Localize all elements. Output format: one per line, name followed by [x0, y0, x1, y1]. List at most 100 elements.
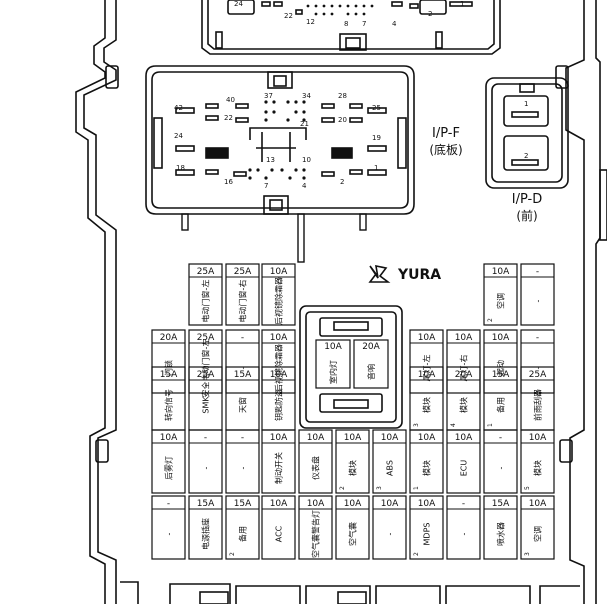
fuse-outline: [520, 429, 555, 494]
fuse-circuit-label: 门锁: [164, 360, 174, 376]
yura-logo-text: YURA: [397, 267, 441, 283]
relay-left-label: 室内灯: [328, 360, 338, 384]
fuse-outline: [446, 429, 481, 494]
fuse-slot: --: [225, 429, 260, 494]
ipd-pin-2: 2: [524, 152, 528, 160]
top-pin-12: 12: [306, 18, 315, 26]
fuse-amperage: 10A: [307, 433, 325, 443]
fuse-amperage: 10A: [344, 433, 362, 443]
fuse-outline: [225, 263, 260, 326]
fuse-outline: [520, 329, 555, 394]
pin-1: 1: [374, 164, 378, 172]
fuse-amperage: 10A: [270, 370, 288, 380]
pin-40: 40: [226, 96, 235, 104]
ipd-connector: [485, 77, 569, 189]
fuse-outline: [520, 263, 555, 326]
fuse-outline: [261, 329, 296, 394]
ipd-pin-1: 1: [524, 100, 528, 108]
fuse-circuit-label: 尾灯-右: [459, 355, 469, 382]
fuse-amperage: 10A: [160, 433, 178, 443]
fuse-circuit-label: 安全电动门窗-左: [201, 339, 211, 398]
fuse-circuit-label: SMK: [202, 396, 211, 414]
fuse-index: 3: [413, 423, 420, 427]
fuse-circuit-label: 模块: [348, 460, 358, 476]
pin-22: 22: [224, 114, 233, 122]
fuse-amperage: 10A: [270, 433, 288, 443]
fuse-slot: --: [520, 263, 555, 326]
relay-block: [299, 305, 403, 429]
fuse-index: 3: [524, 552, 531, 556]
fuse-index: 3: [376, 486, 383, 490]
fuse-outline: [298, 429, 333, 494]
fuse-outline: [225, 429, 260, 494]
top-pin-24: 24: [234, 0, 243, 8]
fuse-slot: --: [188, 429, 223, 494]
fuse-amperage: -: [241, 433, 244, 443]
fuse-slot: 25A 前雨刮器: [520, 366, 555, 431]
relay-left-amp: 10A: [324, 342, 342, 352]
fuse-amperage: 10A: [270, 333, 288, 343]
fuse-slot: --: [446, 495, 481, 560]
fuse-circuit-label: -: [165, 532, 174, 535]
fuse-outline: [446, 329, 481, 394]
fuse-index: 2: [413, 552, 420, 556]
fuse-amperage: 15A: [234, 370, 252, 380]
top-pin-8: 8: [344, 20, 348, 28]
fuse-amperage: 10A: [418, 370, 436, 380]
fuse-outline: [261, 429, 296, 494]
fuse-circuit-label: 空气囊: [348, 522, 358, 546]
fuse-circuit-label: 后视镜除霜器: [274, 277, 284, 325]
fuse-amperage: 10A: [529, 433, 547, 443]
ipd-sublabel: (前): [516, 208, 537, 223]
fuse-amperage: 10A: [455, 433, 473, 443]
fuse-outline: [409, 495, 444, 560]
fuse-amperage: 10A: [381, 433, 399, 443]
fuse-outline: [483, 263, 518, 326]
fuse-index: 4: [450, 423, 457, 427]
fuse-circuit-label: 空气囊警告灯: [311, 510, 321, 558]
top-connector: [201, 0, 501, 55]
fuse-outline: [188, 495, 223, 560]
fuse-circuit-label: 制动开关: [274, 452, 284, 484]
pin-4: 4: [302, 182, 307, 190]
fuse-slot: 10A ECU: [446, 429, 481, 494]
fuse-index: 2: [487, 318, 494, 322]
fuse-outline: [188, 329, 223, 394]
ipd-label: I/P-D: [512, 192, 542, 207]
fuse-amperage: -: [536, 333, 539, 343]
fuse-amperage: -: [462, 499, 465, 509]
top-pin-22: 22: [284, 12, 293, 20]
fuse-circuit-label: ECU: [460, 460, 469, 477]
fuse-amperage: 10A: [492, 267, 510, 277]
fuse-amperage: -: [204, 433, 207, 443]
fuse-circuit-label: 电动门窗-左: [201, 280, 211, 323]
fuse-circuit-label: 转向信号: [164, 389, 174, 421]
pin-10: 10: [302, 156, 311, 164]
yura-logo-mark: [368, 264, 391, 283]
pin-16: 16: [224, 178, 233, 186]
fuse-circuit-label: 模块: [459, 397, 469, 413]
fuse-slot: --: [483, 429, 518, 494]
fuse-circuit-label: -: [460, 532, 469, 535]
fuse-circuit-label: -: [239, 366, 248, 369]
fuse-outline: [261, 495, 296, 560]
fuse-amperage: 25A: [529, 370, 547, 380]
fuse-circuit-label: -: [239, 466, 248, 469]
ipf-label: I/P-F: [432, 126, 460, 141]
fuse-circuit-label: 前雨刮器: [533, 389, 543, 421]
fuse-index: 2: [229, 552, 236, 556]
pin-24: 24: [174, 132, 183, 140]
fuse-slot: --: [520, 329, 555, 394]
pin-25: 25: [372, 104, 381, 112]
fuse-circuit-label: 备用: [238, 526, 248, 542]
